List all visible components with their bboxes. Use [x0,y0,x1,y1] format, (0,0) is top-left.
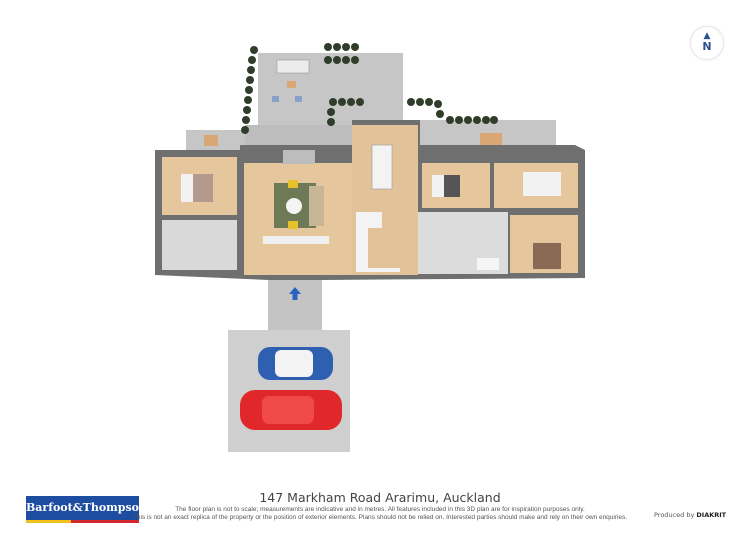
outdoor-chair [272,96,279,102]
brand-logo: Barfoot&Thompson [26,496,139,523]
compass: ▲ N [690,26,724,60]
bed-linen [432,175,444,197]
kitchen-bench [356,212,400,272]
left-patio [186,130,256,152]
produced-by-label: Produced by [654,511,695,519]
entry-arrow-icon [289,287,301,300]
outdoor-chair [295,96,302,102]
bathtub [477,258,499,270]
north-arrow-icon: ▲ [703,31,711,41]
blue-car [258,347,333,380]
sofa [309,186,324,226]
tv-console [263,236,329,244]
outdoor-dining-table [480,133,502,145]
address-title: 147 Markham Road Ararimu, Auckland [259,490,501,505]
bed [533,243,561,269]
laundry-floor [162,220,237,270]
outdoor-sofa [276,59,310,74]
armchair [288,221,298,229]
hedge-plants [241,43,498,134]
outdoor-coffee-table [287,81,296,88]
bed [523,172,561,196]
coffee-table [286,198,302,214]
red-car [240,390,342,430]
logo-stripe [26,520,139,523]
produced-by: Produced by DIAKRIT [654,511,726,519]
producer-name: DIAKRIT [696,511,727,519]
logo-text: Barfoot&Thompson [26,501,139,514]
fireplace [283,150,315,164]
disclaimer-line-1: The floor plan is not to scale; measurem… [175,506,585,513]
outdoor-dining-table [204,135,218,146]
dining-island [371,144,393,190]
armchair [288,180,298,188]
disclaimer-line-2: This is not an exact replica of the prop… [132,514,628,521]
compass-label: N [702,40,712,53]
bed-linen [181,174,193,202]
